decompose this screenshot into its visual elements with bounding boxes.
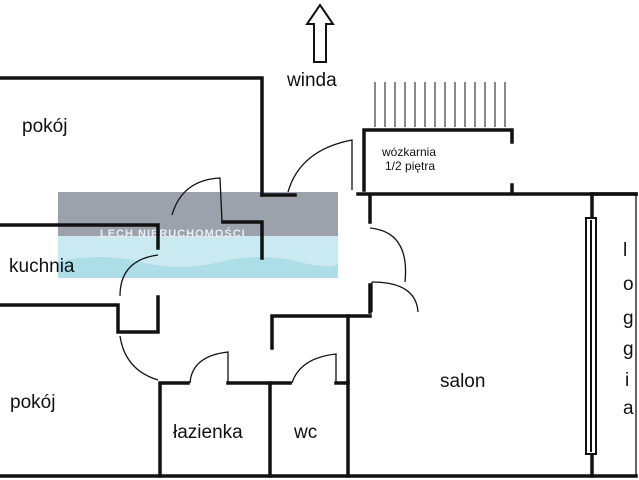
loggia-letter: g [623,339,634,360]
loggia-letter: i [625,370,629,391]
label-salon: salon [440,371,485,392]
loggia-letter: a [623,398,634,419]
watermark-text: LECH NIERUCHOMOŚCI [100,227,246,240]
loggia-letter: g [623,308,634,329]
label-pokoj-bottom: pokój [10,392,55,413]
doors [119,139,419,384]
up-arrow-icon [305,3,335,63]
label-pokoj-top: pokój [22,116,67,137]
loggia-letter: o [623,274,634,295]
label-wozkarnia-level: 1/2 piętra [385,159,435,173]
label-wozkarnia: wózkarnia [381,145,436,159]
label-lazienka: łazienka [173,422,243,443]
label-winda: winda [286,70,337,91]
stairs-hatch [374,82,506,127]
label-wc: wc [293,422,317,443]
loggia-window [585,217,597,455]
label-kuchnia: kuchnia [9,256,75,277]
loggia-letter: l [623,240,627,261]
watermark: LECH NIERUCHOMOŚCI [58,192,339,278]
label-loggia: l o g g i a [623,240,634,419]
